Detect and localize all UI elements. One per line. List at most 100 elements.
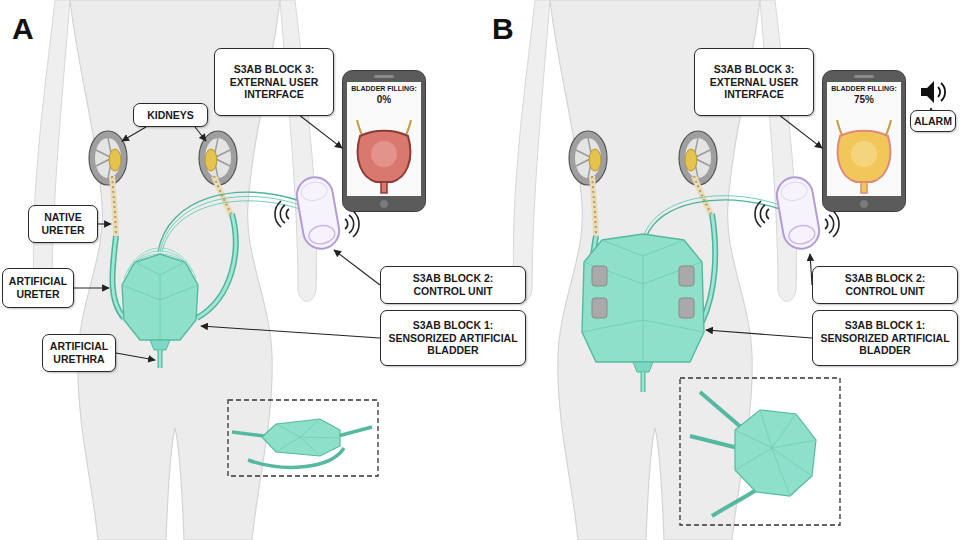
block-label: S3AB BLOCK 2: CONTROL UNIT: [812, 266, 958, 304]
screen-text: BLADDER FILLING:: [828, 85, 900, 93]
artificial-urethra: [641, 372, 646, 392]
artificial-ureter-core: [112, 236, 124, 318]
phone-button: [380, 200, 388, 208]
screen-text: 75%: [828, 94, 900, 106]
text-group: S3AB BLOCK 2: CONTROL UNIT: [835, 272, 935, 297]
block-label: S3AB BLOCK 1: SENSORIZED ARTIFICIAL BLAD…: [380, 310, 526, 366]
bladder-facets: [122, 262, 198, 338]
leader-line: [706, 330, 812, 338]
part-label: ARTIFICIAL URETER: [2, 268, 74, 308]
wireless-a-left: [275, 201, 289, 227]
sensor-wire: [160, 196, 300, 252]
text-group: ALARM: [914, 115, 952, 128]
text-group: BLADDER FILLING:0%: [348, 85, 420, 106]
wireless-a-right: [345, 211, 359, 237]
inset-facets: [735, 410, 816, 496]
bladder-neck: [150, 340, 170, 350]
phone-screen: [347, 82, 421, 196]
screen-bladder-highlight: [371, 141, 397, 167]
text-group: S3AB BLOCK 1: SENSORIZED ARTIFICIAL BLAD…: [815, 319, 955, 357]
text-group: S3AB BLOCK 3: EXTERNAL USER INTERFACE: [697, 63, 811, 101]
wireless-b-left: [755, 201, 769, 227]
inset-a: [228, 400, 378, 476]
inset-b: [680, 378, 840, 525]
sound-waves: [938, 83, 945, 101]
phone-button: [860, 200, 868, 208]
phone-interface: BLADDER FILLING:0%: [342, 70, 426, 212]
artificial-urethra: [158, 350, 163, 368]
label-text: S3AB BLOCK 1: SENSORIZED ARTIFICIAL BLAD…: [815, 319, 955, 357]
artificial-urethra-core: [159, 350, 161, 368]
leader-line: [74, 287, 109, 288]
block-label: S3AB BLOCK 3: EXTERNAL USER INTERFACE: [214, 48, 334, 116]
screen-text: BLADDER FILLING:: [348, 85, 420, 93]
artificial-urethra-core: [642, 372, 644, 392]
phone-interface: BLADDER FILLING:75%: [822, 70, 906, 212]
artificial-bladder-b: [582, 196, 780, 392]
label-text: S3AB BLOCK 3: EXTERNAL USER INTERFACE: [217, 63, 331, 101]
phone-screen: [827, 82, 901, 196]
speaker-icon: [921, 81, 945, 103]
label-text: S3AB BLOCK 2: CONTROL UNIT: [403, 272, 503, 297]
inset-tube: [690, 436, 738, 448]
text-group: S3AB BLOCK 2: CONTROL UNIT: [403, 272, 503, 297]
control-unit-b: [774, 174, 822, 251]
inset-bladder: [735, 410, 816, 496]
block-label: S3AB BLOCK 2: CONTROL UNIT: [380, 266, 526, 304]
block-label: S3AB BLOCK 3: EXTERNAL USER INTERFACE: [694, 48, 814, 116]
leader-line: [98, 223, 111, 224]
screen-text: 0%: [348, 94, 420, 106]
inset-tube: [338, 427, 372, 436]
block-label: S3AB BLOCK 1: SENSORIZED ARTIFICIAL BLAD…: [812, 310, 958, 366]
screen-bladder-highlight: [851, 141, 877, 167]
inset-bladder: [262, 419, 340, 456]
connector-arrow: [780, 116, 822, 148]
label-text: NATIVE URETER: [31, 211, 95, 236]
inset-frame: [680, 378, 840, 525]
artificial-ureter: [197, 214, 236, 318]
leader-line: [116, 353, 155, 360]
text-group: S3AB BLOCK 1: SENSORIZED ARTIFICIAL BLAD…: [383, 319, 523, 357]
phone-frame: [343, 71, 426, 212]
phone-speaker: [854, 75, 874, 78]
text-group: S3AB BLOCK 3: EXTERNAL USER INTERFACE: [217, 63, 331, 101]
label-text: KIDNEYS: [147, 109, 194, 122]
bladder-body: [122, 254, 198, 340]
text-group: KIDNEYS: [147, 109, 194, 122]
label-text: S3AB BLOCK 2: CONTROL UNIT: [835, 272, 935, 297]
leader-line: [195, 127, 206, 141]
artificial-bladder-a: [112, 192, 300, 368]
label-text: S3AB BLOCK 1: SENSORIZED ARTIFICIAL BLAD…: [383, 319, 523, 357]
screen-bladder: [358, 131, 411, 182]
control-unit-a: [294, 174, 342, 251]
leader-line: [201, 326, 380, 338]
inset-tube: [712, 490, 756, 516]
sensor-pad: [679, 298, 694, 318]
phone-speaker: [374, 75, 394, 78]
connector-arrow: [300, 116, 342, 148]
panel-letter: A: [12, 14, 34, 44]
sensor-wire: [162, 201, 300, 252]
inset-frame: [228, 400, 378, 476]
artificial-ureter: [702, 214, 715, 322]
speaker-body: [921, 81, 934, 103]
bladder-neck: [633, 362, 653, 372]
artificial-ureter: [112, 236, 124, 318]
phone-frame: [823, 71, 906, 212]
part-label: KIDNEYS: [133, 103, 208, 127]
leader-line: [122, 127, 146, 141]
part-label: NATIVE URETER: [28, 205, 98, 243]
part-label: ARTIFICIAL URETHRA: [42, 334, 116, 372]
artificial-ureter-core: [197, 214, 236, 318]
text-group: NATIVE URETER: [31, 211, 95, 236]
text-group: ARTIFICIAL URETER: [5, 275, 71, 300]
inset-tube: [700, 392, 742, 428]
screen-urethra: [861, 182, 867, 193]
sensor-pad: [679, 266, 694, 286]
alarm-label: ALARM: [910, 110, 956, 132]
leader-line: [334, 250, 380, 285]
artificial-ureter-core: [702, 214, 715, 322]
sensor-pad: [592, 298, 607, 318]
